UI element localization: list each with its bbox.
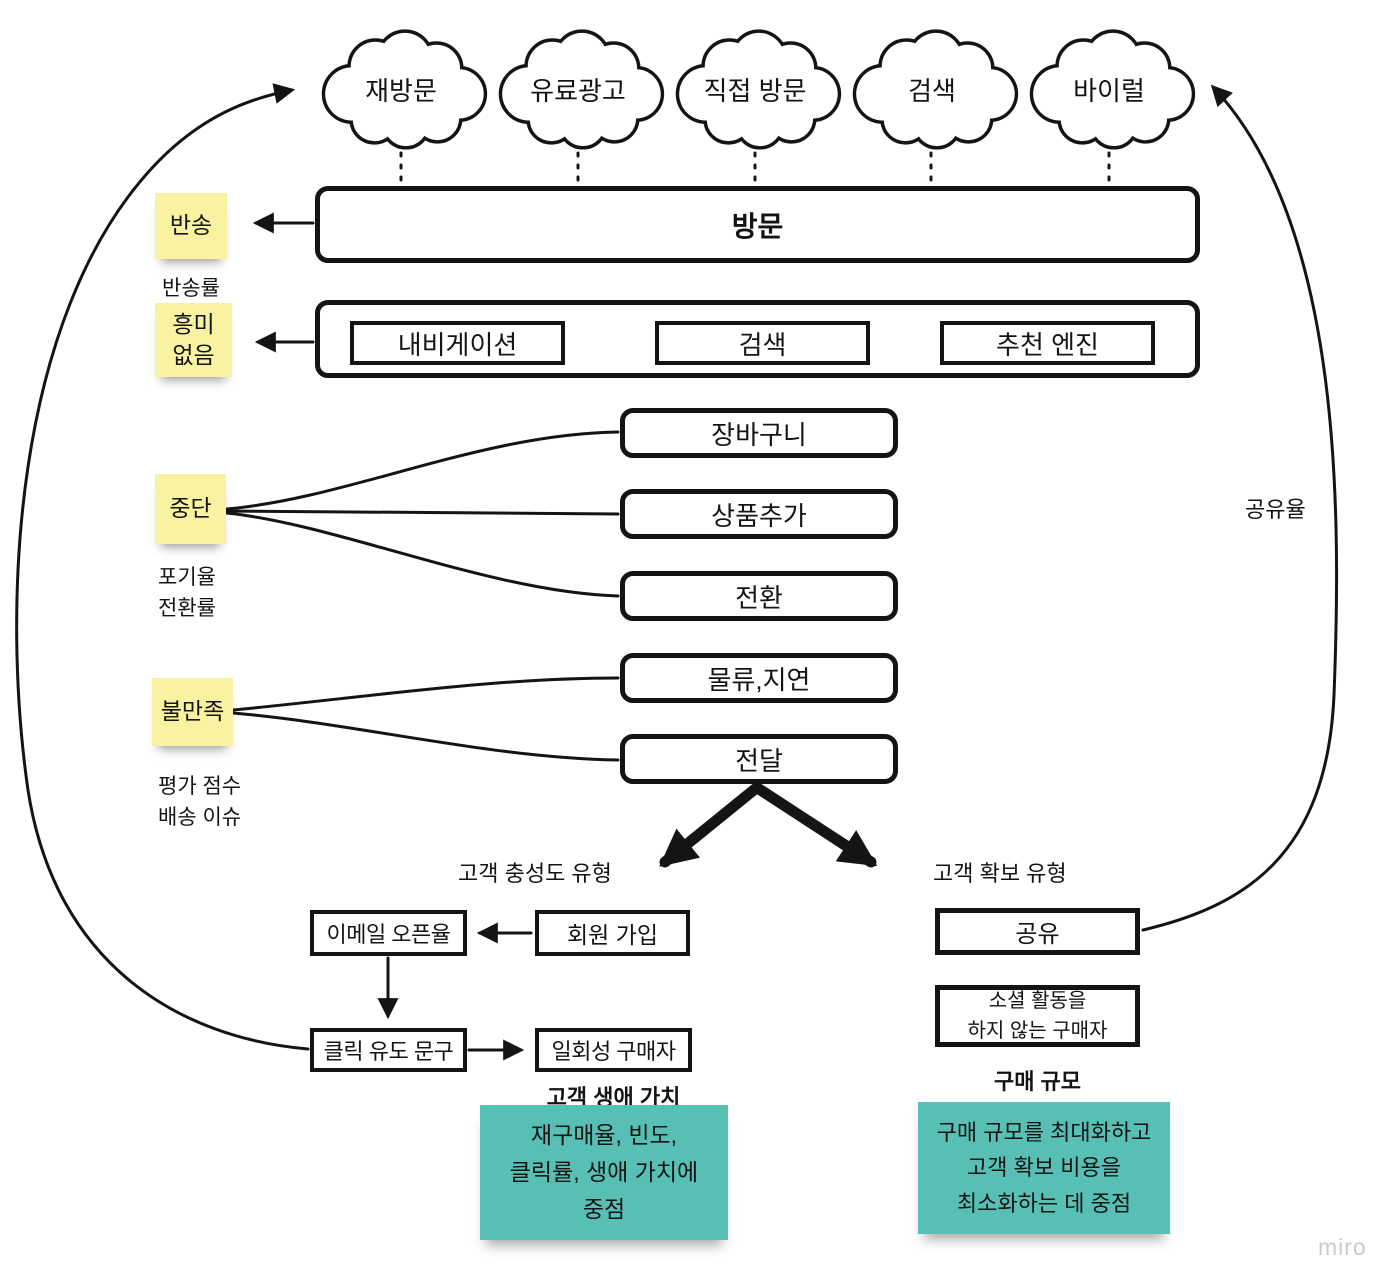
cloud-direct-visit[interactable]: 직접 방문 [666,25,844,153]
dissatisfied-to-logistics-line [231,676,620,712]
recommend-engine-box[interactable]: 추천 엔진 [940,321,1155,365]
dissatisfied-to-delivery-line [231,711,620,762]
bounce-sticky-label: 반송 [169,212,213,239]
navigation-box-label: 내비게이션 [397,329,518,360]
loyalty-note-line1: 재구매율, 빈도, [530,1121,678,1148]
signup-box-label: 회원 가입 [566,922,659,948]
email-open-rate-label: 이메일 오픈율 [326,922,451,947]
acquisition-note-sticky[interactable]: 구매 규모를 최대화하고 고객 확보 비용을 최소화하는 데 중점 [918,1102,1170,1234]
cart-box[interactable]: 장바구니 [620,408,898,458]
acquisition-branch-label[interactable]: 고객 확보 유형 [933,861,1067,886]
no-social-buyer-box[interactable]: 소셜 활동을 하지 않는 구매자 [935,985,1140,1047]
conversion-rate-label[interactable]: 전환률 [158,597,216,620]
engagement-container[interactable]: 내비게이션 검색 추천 엔진 [315,300,1200,378]
share-rate-label[interactable]: 공유율 [1245,497,1306,522]
miro-watermark: miro [1318,1234,1367,1260]
share-box-label: 공유 [1015,921,1060,948]
signup-box[interactable]: 회원 가입 [535,910,690,956]
visit-box[interactable]: 방문 [315,186,1200,263]
loyalty-branch-label[interactable]: 고객 충성도 유형 [458,861,612,886]
loyalty-note-line3: 중점 [582,1196,626,1223]
recommend-engine-box-label: 추천 엔진 [996,329,1099,360]
rating-score-label[interactable]: 평가 점수 [158,775,242,798]
no-interest-sticky[interactable]: 흥미 없음 [155,303,232,377]
cart-box-label: 장바구니 [711,419,807,450]
delivery-box-label: 전달 [735,745,783,776]
delivery-to-loyalty-arrow [659,783,761,868]
dissatisfied-sticky[interactable]: 불만족 [152,678,233,746]
no-interest-line1: 흥미 [172,310,215,337]
visit-box-label: 방문 [731,210,784,242]
cloud-search[interactable]: 검색 [843,25,1021,153]
share-to-viral-loop-arrow [1141,84,1339,932]
acquisition-note-line1: 구매 규모를 최대화하고 [936,1119,1152,1145]
logistics-delay-box-label: 물류,지연 [707,664,811,695]
loyalty-note-line2: 클릭률, 생애 가치에 [509,1158,699,1185]
acquisition-note-line2: 고객 확보 비용을 [967,1155,1121,1181]
no-interest-line2: 없음 [172,342,215,368]
cta-box-label: 클릭 유도 문구 [323,1039,454,1064]
abandonment-rate-label[interactable]: 포기율 [158,566,216,589]
delivery-to-acquisition-arrow [753,783,878,868]
bounce-sticky[interactable]: 반송 [155,193,227,259]
abandon-sticky[interactable]: 중단 [155,474,226,544]
share-box[interactable]: 공유 [935,908,1140,955]
site-search-box-label: 검색 [738,329,787,360]
one-time-buyer-label: 일회성 구매자 [551,1039,676,1064]
site-search-box[interactable]: 검색 [655,321,870,365]
cloud-direct-visit-label: 직접 방문 [703,75,807,106]
abandon-to-conversion-line [225,511,620,598]
cloud-revisit-label: 재방문 [365,75,437,106]
conversion-box[interactable]: 전환 [620,571,898,621]
add-product-box[interactable]: 상품추가 [620,489,898,539]
bounce-rate-label[interactable]: 반송률 [162,277,220,300]
cloud-paid-ads-label: 유료광고 [530,75,626,106]
cloud-viral-label: 바이럴 [1073,75,1145,106]
cloud-revisit[interactable]: 재방문 [312,25,490,153]
loyalty-note-sticky[interactable]: 재구매율, 빈도, 클릭률, 생애 가치에 중점 [480,1105,728,1240]
cta-box[interactable]: 클릭 유도 문구 [310,1028,467,1072]
shipping-issue-label[interactable]: 배송 이슈 [158,806,242,829]
cloud-search-label: 검색 [908,75,956,106]
abandon-to-cart-line [225,430,620,511]
delivery-box[interactable]: 전달 [620,734,898,784]
acquisition-note-line3: 최소화하는 데 중점 [956,1190,1132,1216]
email-open-rate-box[interactable]: 이메일 오픈율 [310,910,467,956]
one-time-buyer-box[interactable]: 일회성 구매자 [535,1028,692,1072]
cloud-viral[interactable]: 바이럴 [1020,25,1198,153]
abandon-to-add-product-line [225,509,620,516]
abandon-sticky-label: 중단 [169,495,212,522]
add-product-box-label: 상품추가 [711,500,807,531]
no-social-line2: 하지 않는 구매자 [967,1020,1108,1042]
navigation-box[interactable]: 내비게이션 [350,321,565,365]
purchase-scale-caption[interactable]: 구매 규모 [993,1069,1082,1094]
conversion-box-label: 전환 [735,582,783,613]
cta-to-revisit-loop-arrow [15,83,310,1051]
cloud-paid-ads[interactable]: 유료광고 [489,25,667,153]
no-social-line1: 소셜 활동을 [988,990,1087,1012]
dissatisfied-sticky-label: 불만족 [160,698,225,725]
logistics-delay-box[interactable]: 물류,지연 [620,653,898,703]
